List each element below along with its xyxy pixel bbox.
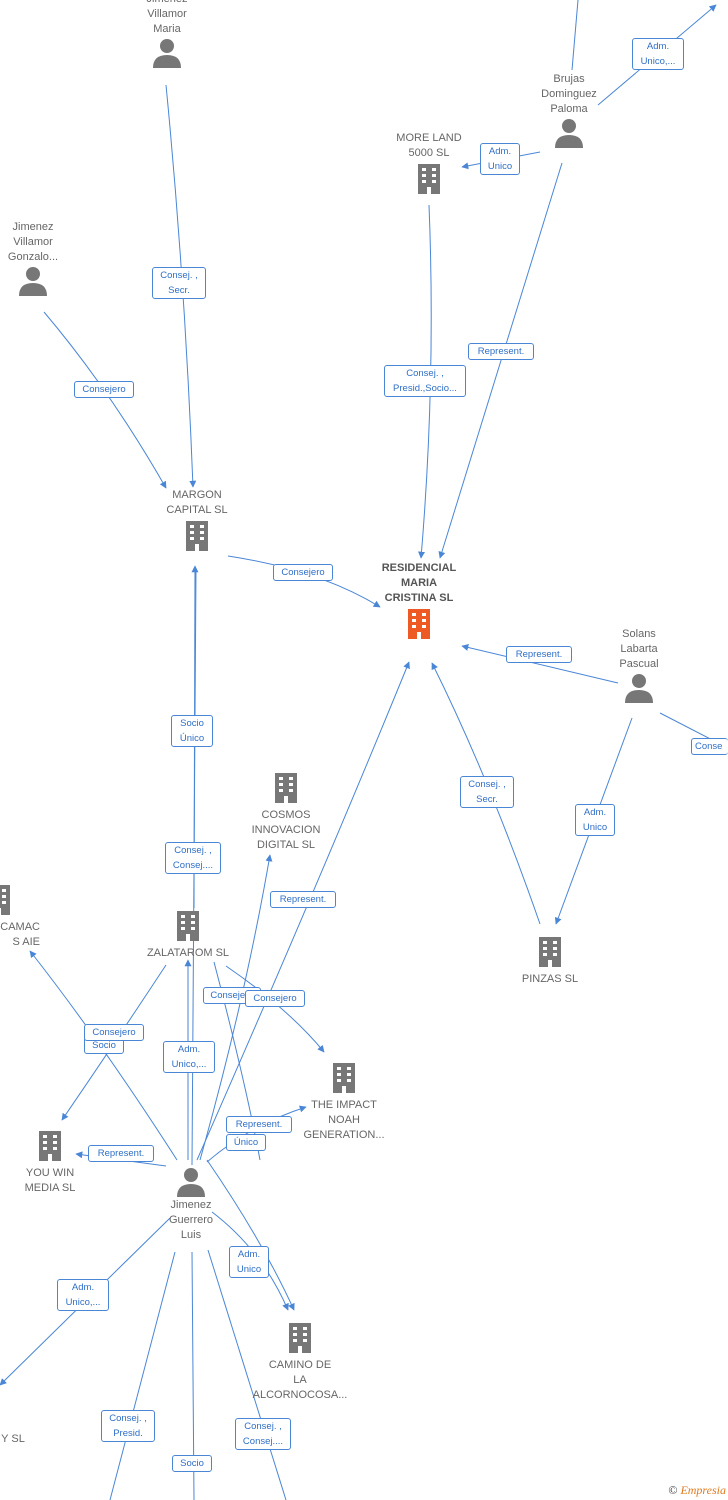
edge-line [461,644,619,684]
company-more-land[interactable]: MORE LAND 5000 SL [386,131,472,197]
building-icon [333,1063,355,1093]
node-label: CAMINO DE LA ALCORNOCOSA... [252,1359,348,1401]
company-residencial-maria-cristina[interactable]: RESIDENCIAL MARIA CRISTINA SL [369,561,469,642]
edge-label[interactable]: Adm. Unico [575,804,615,836]
node-label: RESIDENCIAL MARIA CRISTINA SL [381,562,457,604]
node-label: CAMAC S AIE [0,921,40,948]
edge-label[interactable]: Único [226,1134,266,1151]
person-brujas-dominguez-paloma[interactable]: Brujas Dominguez Paloma [529,72,609,149]
person-icon [177,1168,205,1197]
edge-label[interactable]: Consej. , Consej.... [165,842,221,874]
company-pinzas[interactable]: PINZAS SL [510,932,590,987]
edge-label[interactable]: Adm. Unico,... [57,1279,109,1311]
node-label: Jimenez Villamor Maria [147,0,188,35]
edge-label[interactable]: Consej. , Presid.,Socio... [384,365,466,397]
node-label: THE IMPACT NOAH GENERATION... [303,1099,385,1141]
edge-line [225,965,325,1053]
edge-label[interactable]: Adm. Unico,... [163,1041,215,1073]
person-jimenez-villamor-gonzalo[interactable]: Jimenez Villamor Gonzalo... [0,220,73,297]
company-margon-capital[interactable]: MARGON CAPITAL SL [152,488,242,554]
building-icon [539,937,561,967]
building-icon [418,164,440,194]
edge-label[interactable]: Represent. [468,343,534,360]
edge-line [43,311,167,489]
edge-label[interactable]: Consej. , Consej.... [235,1418,291,1450]
node-label: YOU WIN MEDIA SL [24,1167,76,1194]
edge-line [199,854,273,1161]
edge-line [207,1249,287,1500]
edge-label[interactable]: Represent. [226,1116,292,1133]
company-zalatarom[interactable]: ZALATAROM SL [138,906,238,961]
person-solans-labarta-pascual[interactable]: Solans Labarta Pascual [599,627,679,704]
edge-label[interactable]: Represent. [506,646,572,663]
person-jimenez-guerrero-luis[interactable]: Jimenez Guerrero Luis [151,1166,231,1243]
building-icon [0,885,10,915]
edge-label[interactable]: Conse [691,738,728,755]
edge-label[interactable]: Consejero [84,1024,144,1041]
company-camac[interactable]: CAMAC S AIE [0,880,40,950]
node-label: MORE LAND 5000 SL [396,132,462,159]
person-icon [153,39,181,68]
brand-logo[interactable]: Empresia [680,1483,726,1497]
company-camino-alcornocosa[interactable]: CAMINO DE LA ALCORNOCOSA... [248,1318,352,1403]
edge-label[interactable]: Socio Único [171,715,213,747]
node-label: Jimenez Villamor Gonzalo... [7,221,59,263]
node-label: Y SL [1,1433,25,1445]
edge-label[interactable]: Consejero [74,381,134,398]
node-label: Brujas Dominguez Paloma [541,73,597,115]
edge-line [109,1251,176,1500]
company-you-win-media[interactable]: YOU WIN MEDIA SL [10,1126,90,1196]
edge-line [571,0,579,71]
edge-label[interactable]: Consejero [273,564,333,581]
company-y-sl[interactable]: Y SL [0,1432,28,1447]
edge-label[interactable]: Consej. , Presid. [101,1410,155,1442]
footer: © Empresia [668,1483,726,1498]
edge-label[interactable]: Represent. [270,891,336,908]
node-label: Solans Labarta Pascual [619,628,659,670]
node-label: Jimenez Guerrero Luis [168,1199,214,1241]
building-icon [39,1131,61,1161]
edge-label[interactable]: Consej. , Secr. [460,776,514,808]
person-icon [625,674,653,703]
node-label: MARGON CAPITAL SL [166,489,228,516]
building-icon [177,911,199,941]
edge-label[interactable]: Represent. [88,1145,154,1162]
edge-label[interactable]: Socio [172,1455,212,1472]
person-icon [555,119,583,148]
edge-label[interactable]: Adm. Unico [480,143,520,175]
person-icon [19,267,47,296]
company-cosmos-innovacion[interactable]: COSMOS INNOVACION DIGITAL SL [240,768,332,853]
person-jimenez-villamor-maria[interactable]: Jimenez Villamor Maria [127,0,207,69]
building-icon [408,609,430,639]
edge-label[interactable]: Consejero [245,990,305,1007]
building-icon [275,773,297,803]
copyright-symbol: © [668,1483,678,1497]
edge-label[interactable]: Consej. , Secr. [152,267,206,299]
edge-label[interactable]: Adm. Unico,... [632,38,684,70]
node-label: COSMOS INNOVACION DIGITAL SL [251,809,321,851]
node-label: ZALATAROM SL [146,947,230,959]
building-icon [186,521,208,551]
building-icon [289,1323,311,1353]
edge-line [206,1159,295,1311]
edge-line [438,162,563,559]
node-label: PINZAS SL [521,973,579,985]
edge-label[interactable]: Adm. Unico [229,1246,269,1278]
company-the-impact-noah[interactable]: THE IMPACT NOAH GENERATION... [296,1058,392,1143]
